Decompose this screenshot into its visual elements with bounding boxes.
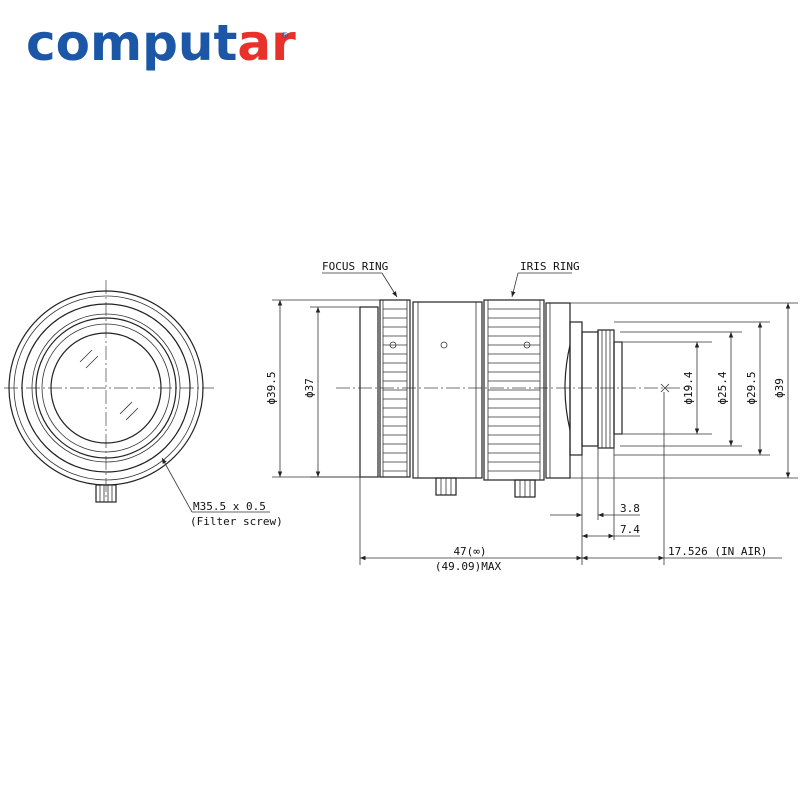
dim-length-3-8: 3.8 — [620, 502, 640, 515]
front-view: M35.5 x 0.5 (Filter screw) — [4, 280, 283, 528]
iris-ring — [483, 299, 545, 481]
dim-diameter-39-5: ϕ39.5 — [265, 371, 278, 404]
mount-step — [581, 331, 599, 447]
logo-main-text: comput — [26, 14, 237, 72]
filter-note-label: (Filter screw) — [190, 515, 283, 528]
focus-ring — [379, 299, 411, 478]
front-cap — [359, 306, 379, 478]
dim-diameter-19-4: ϕ19.4 — [682, 371, 695, 404]
dim-diameter-37: ϕ37 — [303, 378, 316, 398]
dim-length-49-max: (49.09)MAX — [435, 560, 502, 573]
dim-back-focus: 17.526 (IN AIR) — [668, 545, 767, 558]
focus-ring-label: FOCUS RING — [322, 260, 388, 273]
svg-text:computar: computar — [26, 14, 296, 72]
mount-flange — [569, 321, 583, 456]
brand-logo: computar ® — [26, 14, 296, 72]
registered-mark: ® — [281, 31, 289, 40]
dim-diameter-29-5: ϕ29.5 — [745, 371, 758, 404]
dim-diameter-39: ϕ39 — [773, 378, 786, 398]
iris-ring-label: IRIS RING — [520, 260, 580, 273]
filter-thread-label: M35.5 x 0.5 — [193, 500, 266, 513]
dim-length-47: 47(∞) — [453, 545, 486, 558]
middle-barrel — [412, 301, 483, 479]
front-set-screw — [95, 484, 117, 503]
dim-diameter-25-4: ϕ25.4 — [716, 371, 729, 404]
logo-accent-text: ar — [237, 14, 296, 72]
dim-length-7-4: 7.4 — [620, 523, 640, 536]
side-view: FOCUS RING IRIS RING ϕ39.5 ϕ37 ϕ19.4 ϕ25… — [265, 260, 798, 573]
